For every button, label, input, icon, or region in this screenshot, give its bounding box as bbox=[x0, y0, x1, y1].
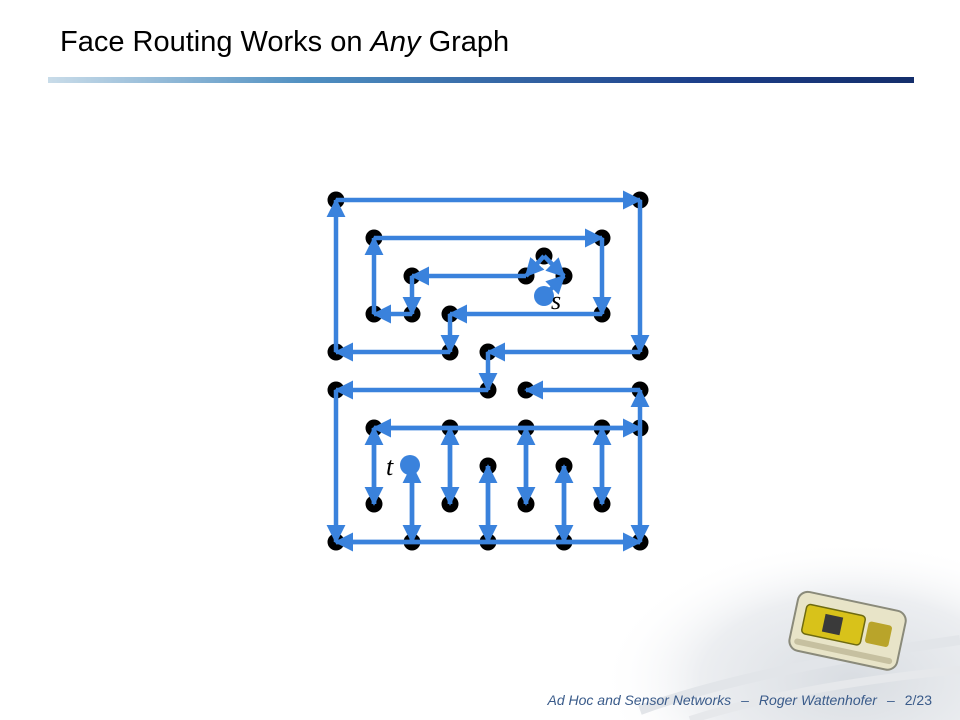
footer-course: Ad Hoc and Sensor Networks bbox=[547, 692, 732, 708]
page-number: 2/23 bbox=[904, 692, 932, 708]
target-label: t bbox=[386, 452, 394, 481]
source-label: s bbox=[551, 286, 561, 315]
title-part-2: Graph bbox=[420, 26, 510, 58]
footer-separator: – bbox=[886, 692, 895, 708]
footer-separator: – bbox=[741, 692, 749, 708]
target-node bbox=[400, 455, 420, 475]
title-underline-bar bbox=[48, 77, 914, 83]
title-emphasis: Any bbox=[370, 26, 421, 58]
sensor-node-photo bbox=[600, 520, 960, 720]
routing-path bbox=[326, 190, 650, 552]
title-part-1: Face Routing Works on bbox=[60, 26, 371, 58]
route-edge bbox=[542, 254, 566, 278]
source-node bbox=[534, 286, 554, 306]
route-endpoints bbox=[400, 286, 554, 475]
footer: Ad Hoc and Sensor Networks–Roger Wattenh… bbox=[547, 692, 932, 708]
route-edge bbox=[524, 254, 546, 278]
footer-author: Roger Wattenhofer bbox=[758, 692, 877, 708]
slide-title: Face Routing Works on Any Graph bbox=[60, 26, 509, 59]
